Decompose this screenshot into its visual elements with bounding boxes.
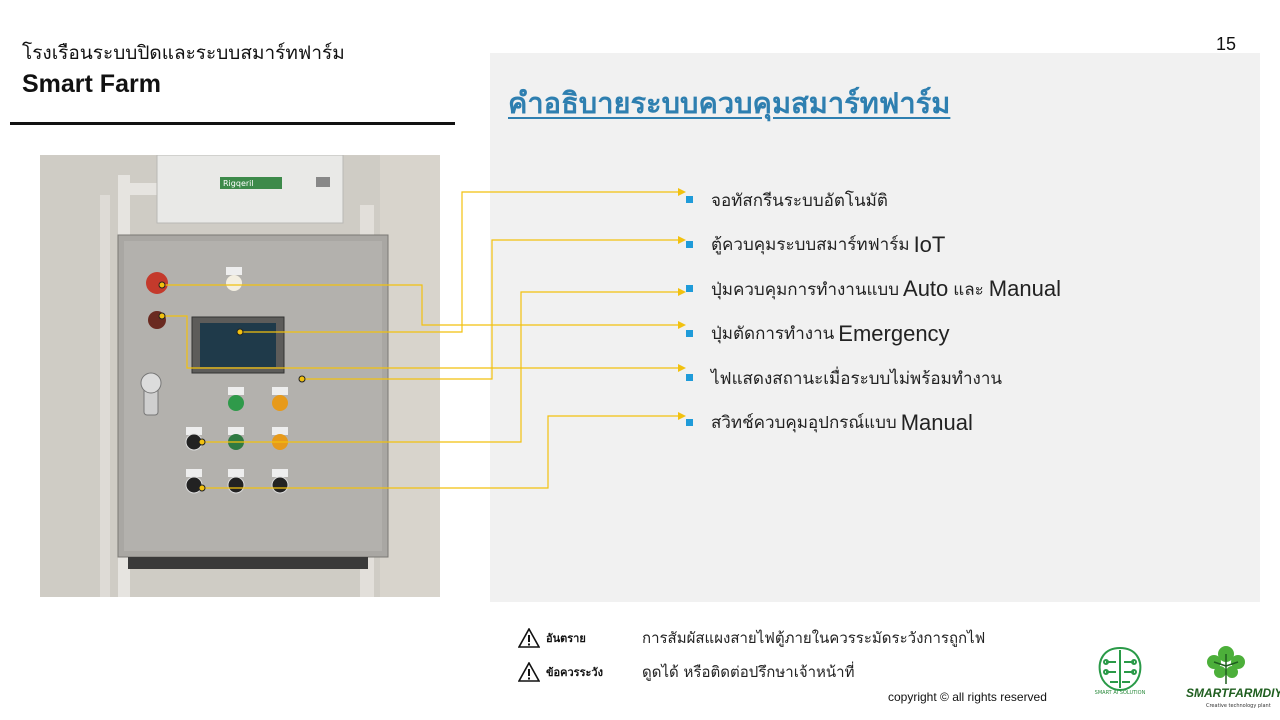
list-item: ปุ่มตัดการทำงาน Emergency <box>686 312 1061 357</box>
logo2-text: SMARTFARMDIY <box>1186 686 1280 700</box>
list-item: สวิทช์ควบคุมอุปกรณ์แบบ Manual <box>686 401 1061 446</box>
control-cabinet-illustration: Rigqeril <box>40 155 440 597</box>
bullet-square-icon <box>686 196 693 204</box>
header-title-thai: โรงเรือนระบบปิดและระบบสมาร์ทฟาร์ม <box>22 42 345 64</box>
list-item: ปุ่มควบคุมการทำงานแบบ Auto และ Manual <box>686 267 1061 312</box>
copyright-text: copyright © all rights reserved <box>888 690 1047 704</box>
logo2-subtitle: Creative technology plant <box>1206 703 1271 709</box>
list-item: จอทัสกรีนระบบอัตโนมัติ <box>686 178 1061 223</box>
bullet-text-english: Manual <box>988 276 1061 302</box>
bullet-text: จอทัสกรีนระบบอัตโนมัติ <box>711 190 888 211</box>
panel-title: คำอธิบายระบบควบคุมสมาร์ทฟาร์ม <box>508 86 951 120</box>
feature-list: จอทัสกรีนระบบอัตโนมัติ ตู้ควบคุมระบบสมาร… <box>686 178 1061 445</box>
header-title-english: Smart Farm <box>22 70 161 98</box>
bullet-text: ตู้ควบคุมระบบสมาร์ทฟาร์ม <box>711 235 910 256</box>
bullet-square-icon <box>686 329 693 337</box>
warning-label: อันตราย <box>546 632 586 645</box>
bullet-text: สวิทช์ควบคุมอุปกรณ์แบบ <box>711 413 897 434</box>
warning-text: การสัมผัสแผงสายไฟตู้ภายในควรระมัดระวังกา… <box>642 629 986 647</box>
list-item: ตู้ควบคุมระบบสมาร์ทฟาร์ม IoT <box>686 223 1061 268</box>
bullet-square-icon <box>686 418 693 426</box>
bullet-square-icon <box>686 240 693 248</box>
bullet-square-icon <box>686 374 693 382</box>
control-cabinet-photo: Rigqeril <box>40 155 440 597</box>
warning-danger: อันตราย การสัมผัสแผงสายไฟตู้ภายในควรระมั… <box>518 626 985 650</box>
device-label: Rigqeril <box>223 179 254 188</box>
list-item: ไฟแสดงสถานะเมื่อระบบไม่พร้อมทำงาน <box>686 356 1061 401</box>
page-number: 15 <box>1216 34 1237 54</box>
bullet-text-english: Auto <box>903 276 949 302</box>
bullet-text: ปุ่มควบคุมการทำงานแบบ <box>711 279 900 300</box>
bullet-text: ไฟแสดงสถานะเมื่อระบบไม่พร้อมทำงาน <box>711 368 1003 389</box>
bullet-text-english: Manual <box>900 409 973 435</box>
warning-label: ข้อควรระวัง <box>546 666 603 679</box>
smart-ai-solution-logo-icon <box>1098 646 1142 692</box>
bullet-text: ปุ่มตัดการทำงาน <box>711 324 835 345</box>
warning-text: ดูดได้ หรือติดต่อปรึกษาเจ้าหน้าที่ <box>642 663 855 681</box>
warning-triangle-icon <box>518 662 540 682</box>
bullet-text-conjunction: และ <box>953 279 984 300</box>
warning-caution: ข้อควรระวัง ดูดได้ หรือติดต่อปรึกษาเจ้าห… <box>518 660 854 684</box>
smartfarmdiy-logo-icon <box>1207 646 1245 684</box>
bullet-text-english: IoT <box>913 231 946 257</box>
logo1-text: SMART AI SOLUTION <box>1094 690 1146 696</box>
warning-triangle-icon <box>518 628 540 648</box>
header-divider <box>10 122 455 125</box>
bullet-square-icon <box>686 285 693 293</box>
bullet-text-english: Emergency <box>838 320 950 346</box>
